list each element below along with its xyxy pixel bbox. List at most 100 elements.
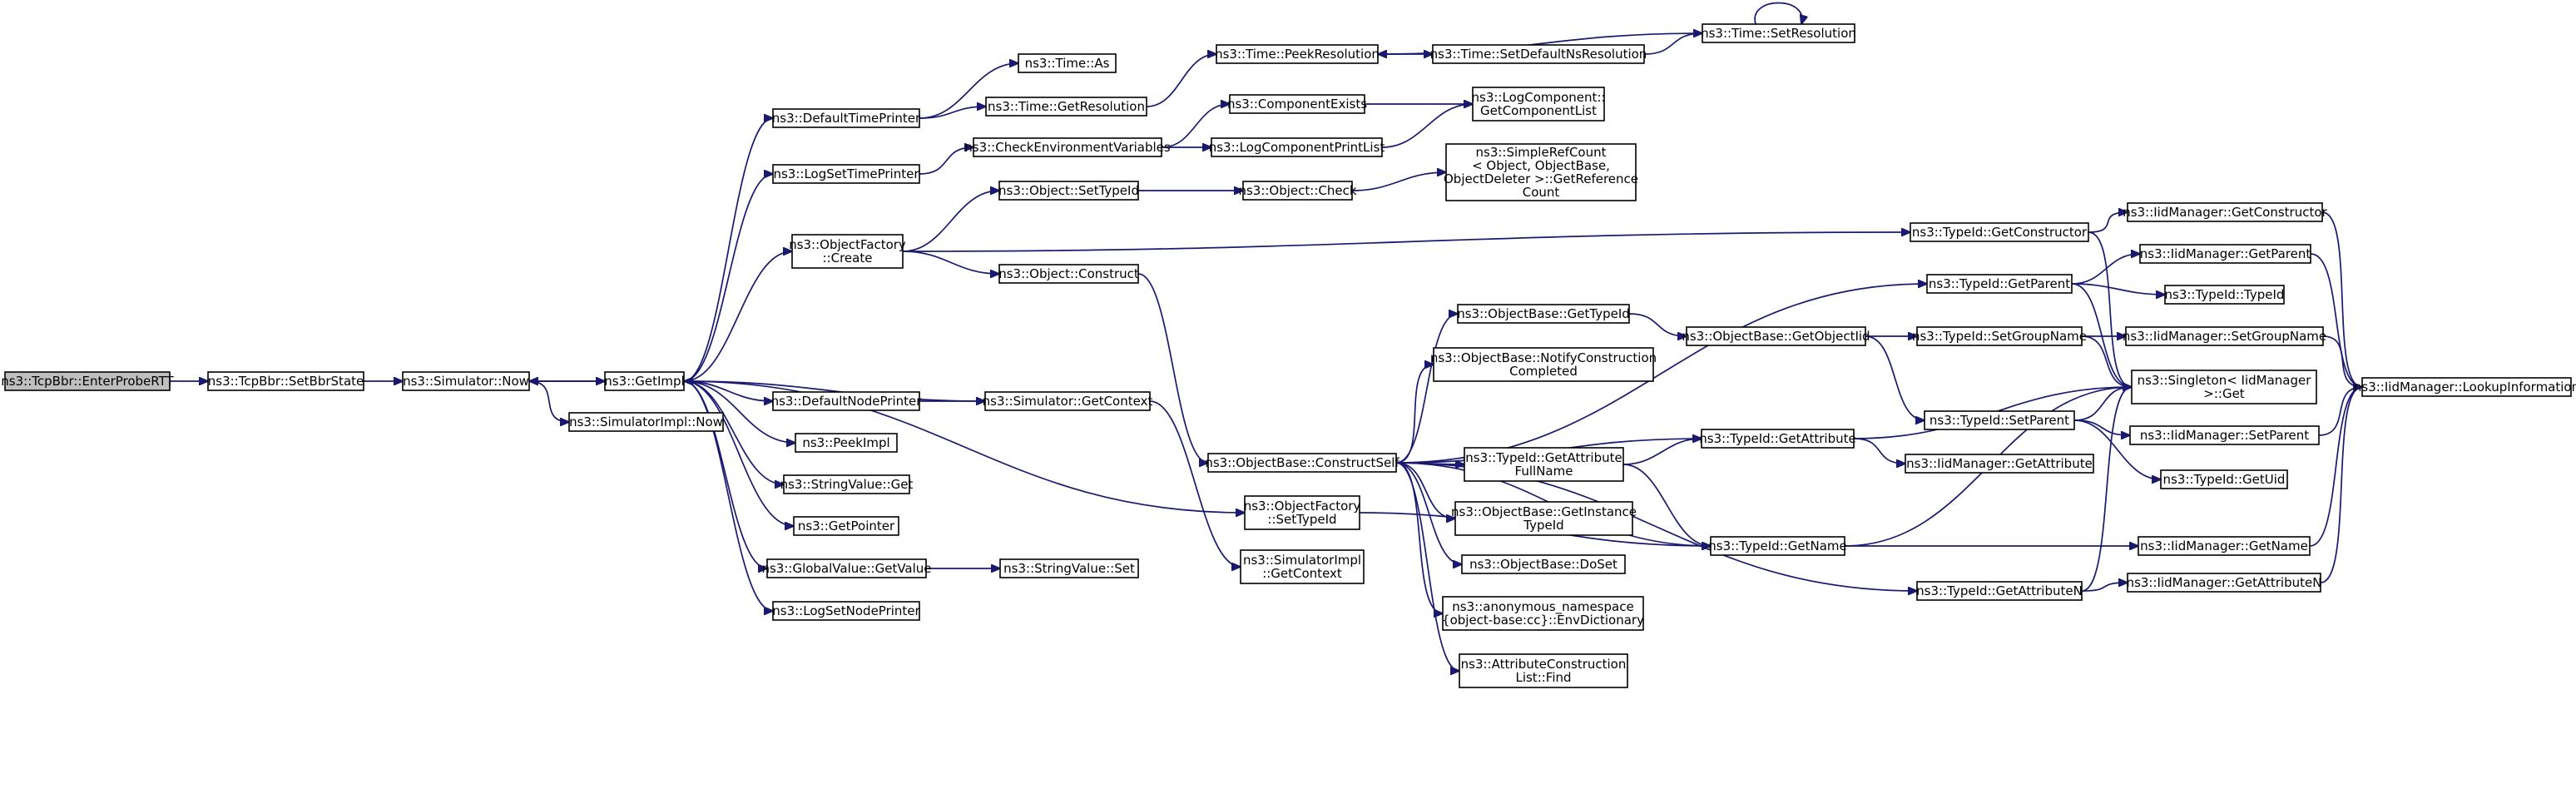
node-checkenv[interactable]: ns3::CheckEnvironmentVariables [964,137,1171,157]
node-box [998,264,1139,284]
node-label: ns3::StringValue::Get [780,477,914,492]
node-label: ns3::StringValue::Set [1003,561,1135,576]
node-label: {object-base:cc}::EnvDictionary [1442,613,1644,628]
edge-line [1395,462,1455,519]
node-enter[interactable]: ns3::TcpBbr::EnterProbeRTT [1,371,175,391]
node-label: ns3::DefaultTimePrinter [772,111,921,126]
node-box [2131,370,2317,404]
node-peekimpl[interactable]: ns3::PeekImpl [795,433,898,453]
edge-simnow-to-simimplnow [528,380,569,422]
node-tidgetattrn[interactable]: ns3::TypeId::GetAttributeN [1916,581,2083,601]
node-setres[interactable]: ns3::Time::SetResolution [1701,23,1856,43]
node-tidgetparent[interactable]: ns3::TypeId::GetParent [1926,274,2073,294]
node-tidgetname[interactable]: ns3::TypeId::GetName [1708,536,1847,556]
node-label: ns3::Object::Construct [998,266,1139,281]
node-obnotify[interactable]: ns3::ObjectBase::NotifyConstructionCompl… [1430,347,1657,382]
node-box [1926,274,2073,294]
node-iidlookup[interactable]: ns3::IidManager::LookupInformation [2354,377,2576,397]
node-timeas[interactable]: ns3::Time::As [1018,53,1117,73]
node-strvalget[interactable]: ns3::StringValue::Get [780,474,914,494]
edge-logcompprint-to-logcompget [1381,104,1473,148]
edge-getimpl-to-getpointer [683,380,794,526]
node-getpointer[interactable]: ns3::GetPointer [793,516,899,536]
node-box [568,412,724,432]
node-iidsetgroup[interactable]: ns3::IidManager::SetGroupName [2123,326,2326,346]
node-iidgetname[interactable]: ns3::IidManager::GetName [2138,536,2311,556]
edge-getimpl-to-logsetnode [683,380,773,611]
node-box [1216,44,1379,64]
node-strvalset[interactable]: ns3::StringValue::Set [999,558,1139,578]
node-objconstruct[interactable]: ns3::Object::Construct [998,264,1139,284]
node-box [2139,244,2311,264]
node-label: ns3::LogSetNodePrinter [772,603,920,618]
node-label: ns3::GetImpl [604,374,684,389]
node-label: ns3::TypeId::GetAttribute [1465,450,1622,465]
node-timegetres[interactable]: ns3::Time::GetResolution [985,97,1147,117]
node-iidgetattrn[interactable]: ns3::IidManager::GetAttributeN [2127,573,2322,593]
node-peekres[interactable]: ns3::Time::PeekResolution [1215,44,1380,64]
node-label: ns3::SimulatorImpl [1243,553,1361,568]
node-tidtypeid[interactable]: ns3::TypeId::TypeId [2164,285,2285,305]
node-box [1461,554,1626,574]
node-box [772,391,920,411]
node-obgetobjtid[interactable]: ns3::ObjectBase::GetObjectIid [1682,326,1870,346]
node-globalget[interactable]: ns3::GlobalValue::GetValue [761,558,932,578]
node-setdefns[interactable]: ns3::Time::SetDefaultNsResolution [1430,44,1647,64]
node-label: ns3::TcpBbr::EnterProbeRTT [1,374,174,389]
node-tidgetattr[interactable]: ns3::TypeId::GetAttribute [1699,429,1856,449]
edge-objfactcreate-to-objsettypeid [902,191,999,252]
node-deftimeprinter[interactable]: ns3::DefaultTimePrinter [772,108,921,128]
node-objcheck[interactable]: ns3::Object::Check [1238,181,1357,201]
node-constructself[interactable]: ns3::ObjectBase::ConstructSelf [1205,453,1399,473]
node-simimplnow[interactable]: ns3::SimulatorImpl::Now [568,412,724,432]
node-logcompget[interactable]: ns3::LogComponent::GetComponentList [1472,87,1606,122]
node-box [2129,425,2320,445]
node-simplerefcount[interactable]: ns3::SimpleRefCount< Object, ObjectBase,… [1444,143,1638,201]
node-logsetnode[interactable]: ns3::LogSetNodePrinter [772,601,921,621]
node-defnodeprinter[interactable]: ns3::DefaultNodePrinter [771,391,923,411]
node-compexists[interactable]: ns3::ComponentExists [1227,94,1367,114]
edge-logsettime-to-checkenv [919,147,973,175]
node-setbbr[interactable]: ns3::TcpBbr::SetBbrState [207,371,364,391]
edge-objfactcreate-to-objconstruct [902,251,999,274]
node-getimpl[interactable]: ns3::GetImpl [604,371,685,391]
node-iidgetattr[interactable]: ns3::IidManager::GetAttribute [1905,454,2094,474]
node-simnow[interactable]: ns3::Simulator::Now [402,371,530,391]
node-box [2127,202,2323,222]
edge-getimpl-to-globalget [683,380,767,568]
node-obdoset[interactable]: ns3::ObjectBase::DoSet [1461,554,1626,574]
node-label: ns3::TypeId::SetGroupName [1912,329,2087,344]
node-simgetctx[interactable]: ns3::Simulator::GetContext [983,391,1153,411]
node-objfactcreate[interactable]: ns3::ObjectFactory::Create [789,234,906,269]
node-obgettypeid[interactable]: ns3::ObjectBase::GetTypeId [1457,304,1630,324]
node-anonenv[interactable]: ns3::anonymous_namespace{object-base:cc}… [1442,596,1644,631]
node-tidgetconstructor[interactable]: ns3::TypeId::GetConstructor [1910,222,2089,242]
node-box [1454,501,1633,536]
node-simimplgetctx[interactable]: ns3::SimulatorImpl::GetContext [1240,549,1365,584]
node-iidsetparent[interactable]: ns3::IidManager::SetParent [2129,425,2320,445]
edge-line [528,380,569,422]
edge-checkenv-to-compexists [1161,104,1230,148]
node-objsettypeid[interactable]: ns3::Object::SetTypeId [998,181,1139,201]
node-box [1432,44,1645,64]
node-tidgetuid[interactable]: ns3::TypeId::GetUid [2160,469,2288,489]
node-box [1459,653,1628,688]
edge-getimpl-to-deftimeprinter [683,118,773,382]
node-box [207,371,364,391]
node-singleton[interactable]: ns3::Singleton< IidManager>::Get [2131,370,2317,404]
node-iidgetparent[interactable]: ns3::IidManager::GetParent [2139,244,2311,264]
edge-line [919,63,1018,119]
node-logsettime[interactable]: ns3::LogSetTimePrinter [772,164,920,184]
edge-setres-to-peekres [1378,32,1703,54]
node-tidsetgroup[interactable]: ns3::TypeId::SetGroupName [1912,326,2087,346]
node-iidgetconstructor[interactable]: ns3::IidManager::GetConstructor [2123,202,2328,222]
node-objfactsettypeid[interactable]: ns3::ObjectFactory::SetTypeId [1244,495,1361,530]
node-logcompprint[interactable]: ns3::LogComponentPrintList [1209,137,1385,157]
node-box [1905,454,2094,474]
node-tidsetparent[interactable]: ns3::TypeId::SetParent [1924,410,2075,430]
edge-tidgetparent-to-singleton [2071,283,2132,387]
